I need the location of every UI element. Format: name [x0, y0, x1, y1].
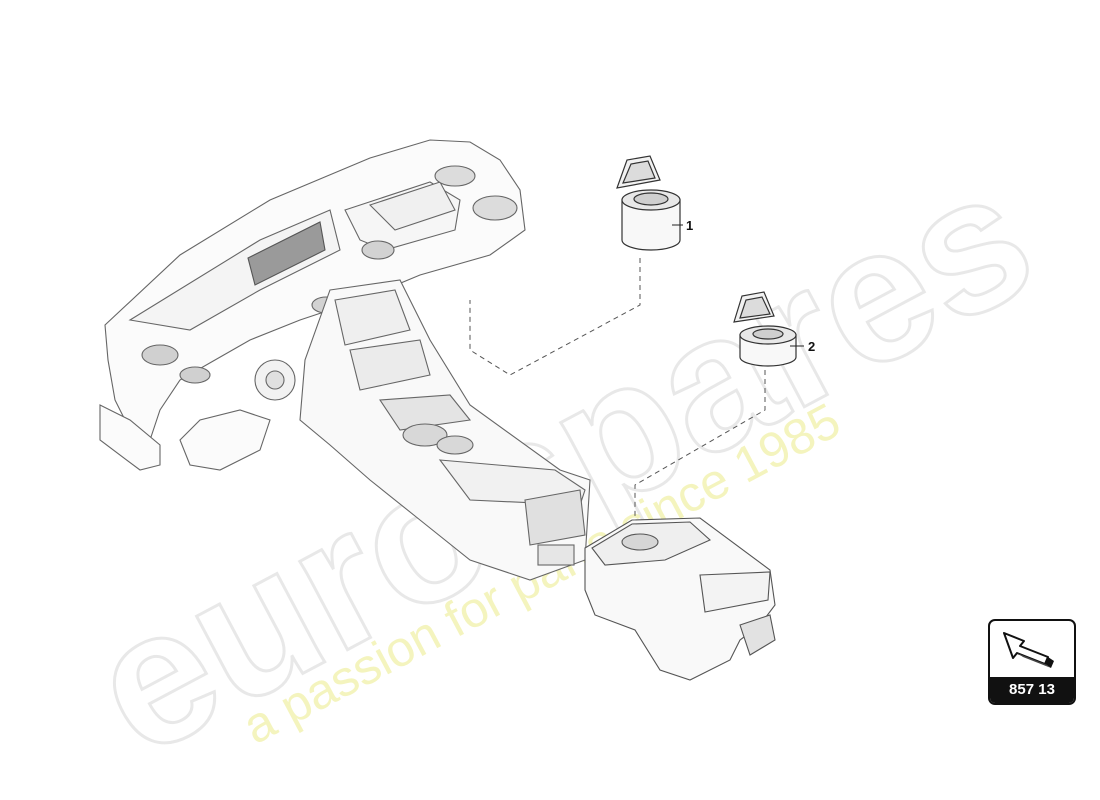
callout-leaders [672, 224, 804, 347]
direction-arrow-icon [1003, 632, 1054, 668]
dashboard-assembly [99, 139, 526, 471]
assembly-lines [469, 258, 766, 520]
ashtray-part-1 [616, 155, 681, 251]
reference-badge: 857 13 [988, 619, 1076, 705]
callout-label-2: 2 [808, 339, 815, 354]
badge-number: 857 13 [990, 677, 1074, 703]
callout-label-1: 1 [686, 218, 693, 233]
center-tunnel [299, 279, 591, 581]
ashtray-part-2 [733, 291, 797, 367]
armrest-console [584, 517, 776, 681]
